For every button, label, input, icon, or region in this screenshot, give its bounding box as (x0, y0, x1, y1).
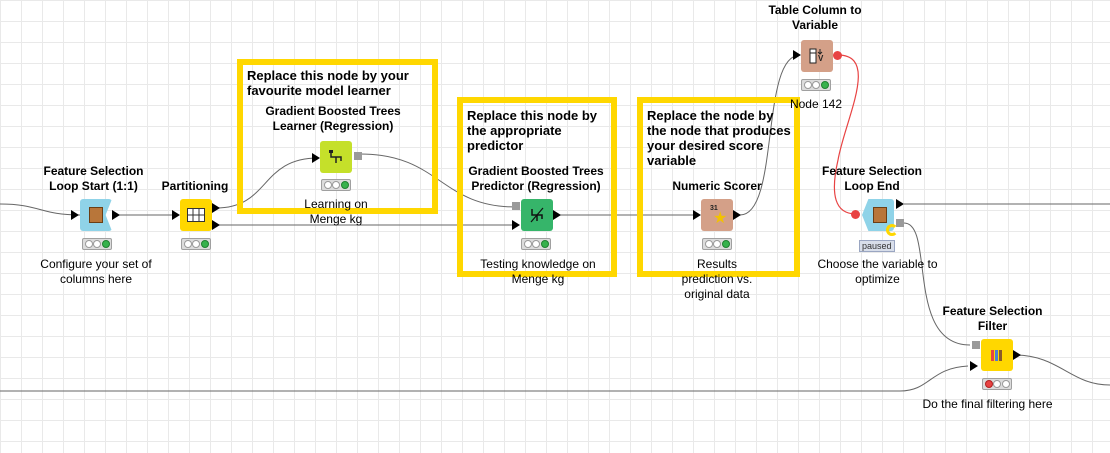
connection-partitioning-learner (215, 157, 319, 209)
scorer-star-icon: 31★ (710, 205, 728, 227)
node-predictor[interactable] (521, 199, 553, 231)
filter-columns-icon (981, 339, 1013, 371)
annotation-predictor[interactable] (457, 97, 617, 277)
status-lights (801, 79, 831, 91)
status-lights (82, 238, 112, 250)
output-port[interactable] (733, 210, 741, 220)
annotation-learner-text: Replace this node by your favourite mode… (247, 68, 409, 98)
input-port[interactable] (693, 210, 701, 220)
annotation-scorer-text: Replace the node by the node that produc… (647, 108, 791, 168)
node-title-predictor: Gradient Boosted Trees Predictor (Regres… (468, 164, 604, 193)
connection-filter-output (1013, 354, 1110, 386)
output-port[interactable] (1013, 350, 1021, 360)
model-input-port[interactable] (972, 341, 980, 349)
connection-learner-predictor (359, 153, 517, 208)
node-filter[interactable] (981, 339, 1013, 371)
input-port[interactable] (793, 50, 801, 60)
node-title-scorer: Numeric Scorer (672, 179, 762, 193)
node-label-loop-end: Choose the variable to optimize (817, 257, 938, 286)
tree-learner-icon (320, 141, 352, 173)
connection-bottom-dashed (0, 365, 969, 392)
table-to-variable-icon: V (801, 40, 833, 72)
model-output-port[interactable] (354, 152, 362, 160)
input-port[interactable] (71, 210, 79, 220)
node-label-scorer: Results prediction vs. original data (681, 257, 753, 301)
status-lights (702, 238, 732, 250)
node-label-predictor: Testing knowledge on Menge kg (480, 257, 596, 286)
node-title-partitioning: Partitioning (161, 179, 229, 193)
variable-output-port[interactable] (833, 51, 842, 60)
node-learner[interactable] (320, 141, 352, 173)
output-port-2[interactable] (896, 219, 904, 227)
input-port[interactable] (172, 210, 180, 220)
svg-text:V: V (818, 54, 824, 63)
status-lights (321, 179, 351, 191)
model-input-port[interactable] (512, 202, 520, 210)
output-port-2[interactable] (212, 220, 220, 230)
annotation-learner[interactable] (237, 59, 438, 214)
node-label-table-to-var: Node 142 (789, 97, 843, 111)
node-title-table-to-var: Table Column to Variable (768, 3, 862, 32)
node-label-filter: Do the final filtering here (922, 397, 1053, 411)
connection-input-loopstart (0, 203, 81, 216)
node-title-loop-start: Feature Selection Loop Start (1:1) (43, 164, 144, 193)
node-loop-start[interactable] (80, 199, 112, 231)
connection-loopend-filter (903, 222, 971, 346)
node-title-filter: Feature Selection Filter (942, 304, 1043, 333)
node-scorer[interactable]: 31★ (701, 199, 733, 231)
partition-grid-icon (180, 199, 212, 231)
status-lights (982, 378, 1012, 390)
status-lights (181, 238, 211, 250)
variable-input-port[interactable] (851, 210, 860, 219)
node-table-to-var[interactable]: V (801, 40, 833, 72)
input-port[interactable] (312, 153, 320, 163)
output-port[interactable] (112, 210, 120, 220)
node-partitioning[interactable] (180, 199, 212, 231)
output-port-1[interactable] (896, 199, 904, 209)
annotation-predictor-text: Replace this node by the appropriate pre… (467, 108, 598, 153)
loop-start-icon (80, 199, 112, 231)
input-port[interactable] (512, 220, 520, 230)
output-port[interactable] (553, 210, 561, 220)
node-title-loop-end: Feature Selection Loop End (821, 164, 923, 193)
loop-running-icon (886, 224, 898, 236)
node-title-learner: Gradient Boosted Trees Learner (Regressi… (265, 104, 401, 133)
output-port-1[interactable] (212, 203, 220, 213)
connection-scorer-tabletovar (739, 54, 801, 216)
input-port[interactable] (970, 361, 978, 371)
node-label-loop-start: Configure your set of columns here (40, 257, 152, 286)
node-label-learner: Learning on Menge kg (304, 197, 368, 226)
status-lights (521, 238, 551, 250)
paused-badge: paused (859, 240, 895, 252)
connection-variable-tabletovar-loopend (833, 54, 859, 215)
tree-predictor-icon (521, 199, 553, 231)
annotation-scorer[interactable] (637, 97, 800, 277)
loop-end-icon (862, 199, 894, 231)
